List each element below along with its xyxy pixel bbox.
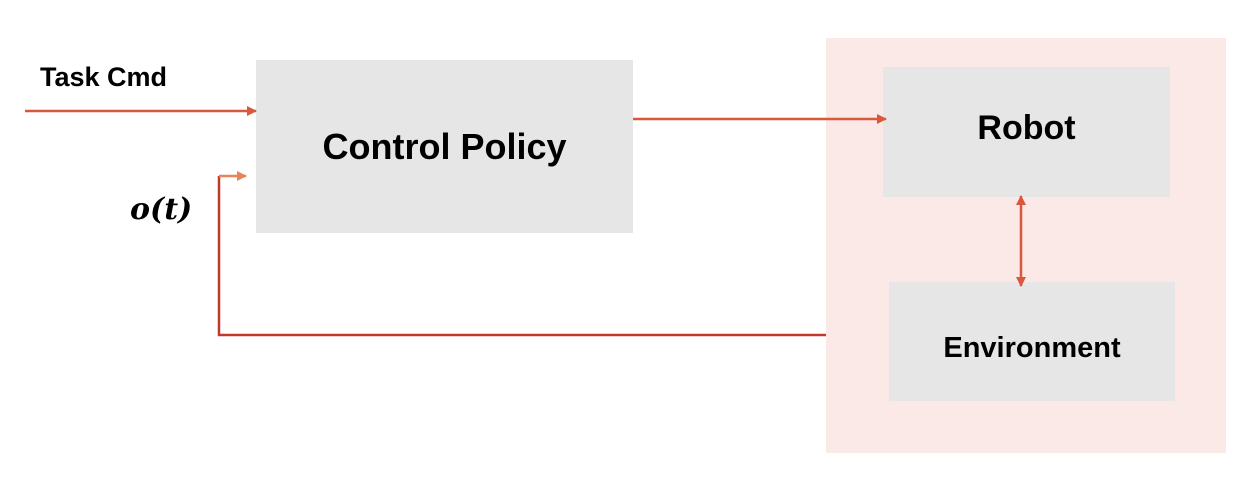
control-policy-box: Control Policy [256, 60, 633, 233]
observation-label: o(t) [130, 192, 193, 227]
task-cmd-label: Task Cmd [40, 62, 168, 92]
control-policy-label: Control Policy [322, 125, 567, 167]
feedback-line [217, 176, 826, 337]
robot-label: Robot [977, 108, 1076, 147]
robot-box: Robot [883, 67, 1170, 197]
environment-label: Environment [943, 332, 1121, 364]
environment-box: Environment [889, 282, 1175, 401]
